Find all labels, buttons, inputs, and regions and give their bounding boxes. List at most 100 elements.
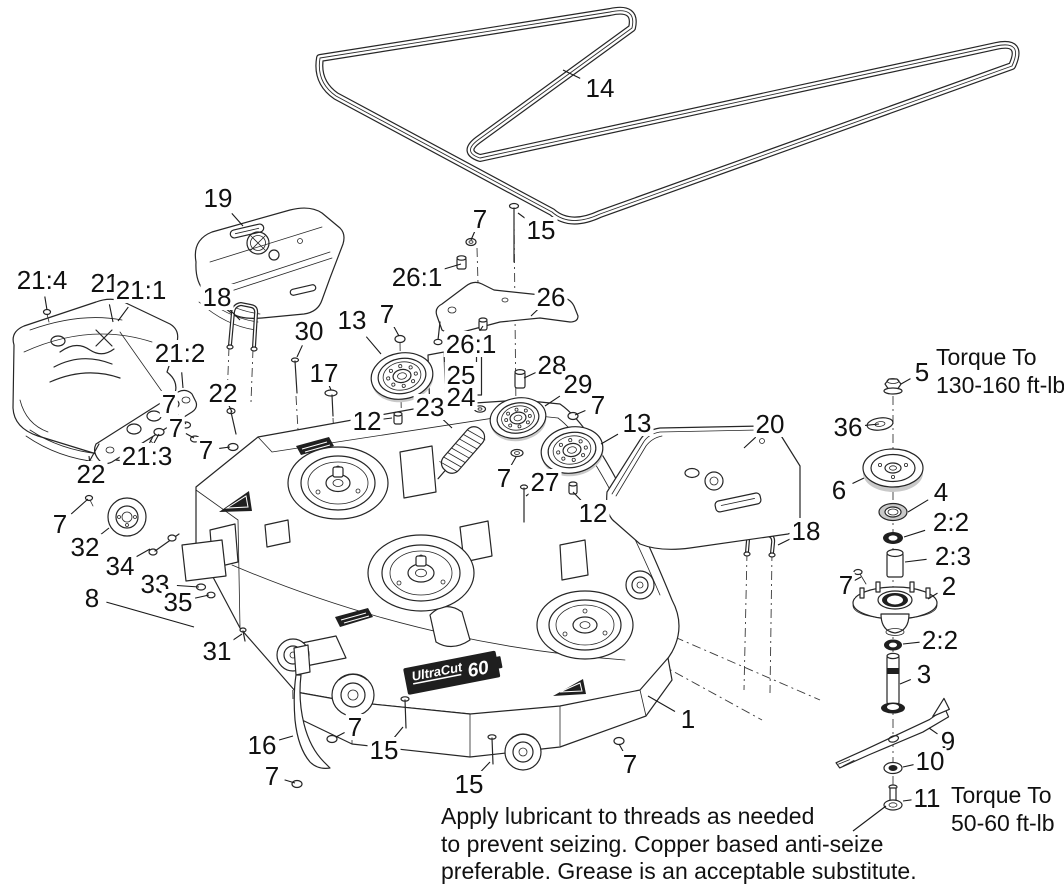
callout-4: 4 [931, 477, 951, 507]
lubricant-note-line3: preferable. Grease is an acceptable subs… [441, 858, 917, 885]
spindle-housing-2 [852, 581, 938, 636]
callout-7: 7 [836, 570, 856, 600]
callout-25: 25 [444, 360, 478, 390]
exmark-logo-icon [49, 329, 121, 383]
deck-spindle-bosses [287, 446, 634, 660]
lubricant-note-line1: Apply lubricant to threads as needed [441, 803, 815, 829]
bolt-15-mid [400, 696, 410, 729]
washer-36 [866, 417, 894, 431]
sleeve-2-3 [886, 548, 904, 578]
callout-21:2: 21:2 [152, 338, 208, 368]
belt-guide-rod-18-left [226, 301, 259, 352]
callout-1: 1 [678, 704, 698, 734]
pulley-29 [489, 397, 547, 442]
torque-note-upper-line2: 130-160 ft-lb [936, 371, 1064, 398]
bushing-10 [883, 761, 903, 775]
spacer-12-right [568, 481, 578, 495]
deck-size-text: 60 [466, 657, 491, 682]
nut-7 [613, 736, 625, 746]
callout-27: 27 [528, 467, 562, 497]
bolt-31 [239, 627, 247, 642]
pin-27 [519, 484, 529, 523]
instruction-decal [296, 437, 334, 455]
callout-21:3: 21:3 [119, 441, 175, 471]
callout-2:2: 2:2 [930, 507, 972, 537]
callout-7: 7 [166, 413, 186, 443]
callout-20: 20 [753, 409, 787, 439]
callout-7: 7 [494, 463, 514, 493]
spacer-28 [514, 369, 526, 389]
callout-18: 18 [200, 282, 234, 312]
callout-35: 35 [161, 587, 195, 617]
torque-note-upper-line1: Torque To [936, 344, 1037, 370]
nut-7 [567, 411, 579, 421]
lubricant-note: Apply lubricant to threads as needed to … [441, 803, 917, 886]
callout-7: 7 [470, 204, 490, 234]
callout-7: 7 [196, 435, 216, 465]
bolt-22-upper [226, 407, 237, 435]
callout-32: 32 [68, 532, 102, 562]
pulley-6 [862, 448, 924, 492]
callout-15: 15 [367, 735, 401, 765]
nut-7 [394, 334, 406, 344]
callout-34: 34 [103, 551, 137, 581]
blade-9 [835, 697, 950, 769]
bearing-2-2-upper [883, 532, 903, 544]
callout-24: 24 [444, 382, 478, 412]
callout-19: 19 [201, 183, 235, 213]
callout-7: 7 [50, 509, 70, 539]
callout-6: 6 [829, 475, 849, 505]
pulley-13-left [370, 352, 434, 403]
washer-nut-7-under-29 [510, 448, 524, 458]
deck-baffle [399, 445, 437, 499]
callout-17: 17 [307, 358, 341, 388]
callout-7: 7 [262, 761, 282, 791]
lubricant-note-line2: to prevent seizing. Copper based anti-se… [441, 830, 884, 857]
axle-bolt-34 [148, 533, 180, 556]
callout-2:2: 2:2 [919, 625, 961, 655]
belt-cover-20 [606, 425, 801, 550]
torque-note-upper: Torque To 130-160 ft-lb [936, 344, 1064, 399]
callout-12: 12 [350, 406, 384, 436]
skid-bracket-16 [293, 644, 331, 769]
callout-7: 7 [588, 390, 608, 420]
nut-7 [291, 779, 303, 789]
spacer-4 [878, 502, 908, 522]
screw-7-right [853, 568, 867, 585]
torque-note-lower: Torque To 50-60 ft-lb [951, 782, 1055, 837]
callout-12: 12 [576, 498, 610, 528]
pin-30 [290, 357, 300, 394]
callout-2: 2 [939, 571, 959, 601]
torque-note-lower-line2: 50-60 ft-lb [951, 809, 1055, 836]
roller-kit [84, 494, 216, 599]
callout-30: 30 [292, 316, 326, 346]
bolt-17 [324, 389, 338, 417]
callout-36: 36 [831, 412, 865, 442]
deck-bracket [264, 519, 291, 548]
bearing-2-2-lower [884, 639, 902, 651]
callout-18: 18 [789, 516, 823, 546]
callout-31: 31 [200, 636, 234, 666]
deck-bracket [559, 539, 589, 581]
nut-5 [883, 378, 903, 395]
callout-15: 15 [524, 215, 558, 245]
callout-7: 7 [345, 712, 365, 742]
spacer-12-left [393, 411, 403, 425]
callout-26:1: 26:1 [389, 262, 445, 292]
callout-3: 3 [914, 659, 934, 689]
drive-belt [315, 6, 1020, 225]
callout-21:1: 21:1 [113, 275, 169, 305]
callout-5: 5 [912, 357, 932, 387]
spindle-assembly-column [835, 378, 950, 811]
shaft-3 [881, 652, 905, 714]
callout-26: 26 [534, 282, 568, 312]
callout-15: 15 [452, 769, 486, 799]
washer-21-3 [153, 427, 165, 437]
bolt-15-bottom [487, 734, 497, 765]
idler-spring [437, 426, 486, 480]
pulley-hardware [239, 334, 579, 642]
pivot-bolt [433, 321, 443, 346]
callout-22: 22 [74, 459, 108, 489]
callout-14: 14 [583, 73, 617, 103]
